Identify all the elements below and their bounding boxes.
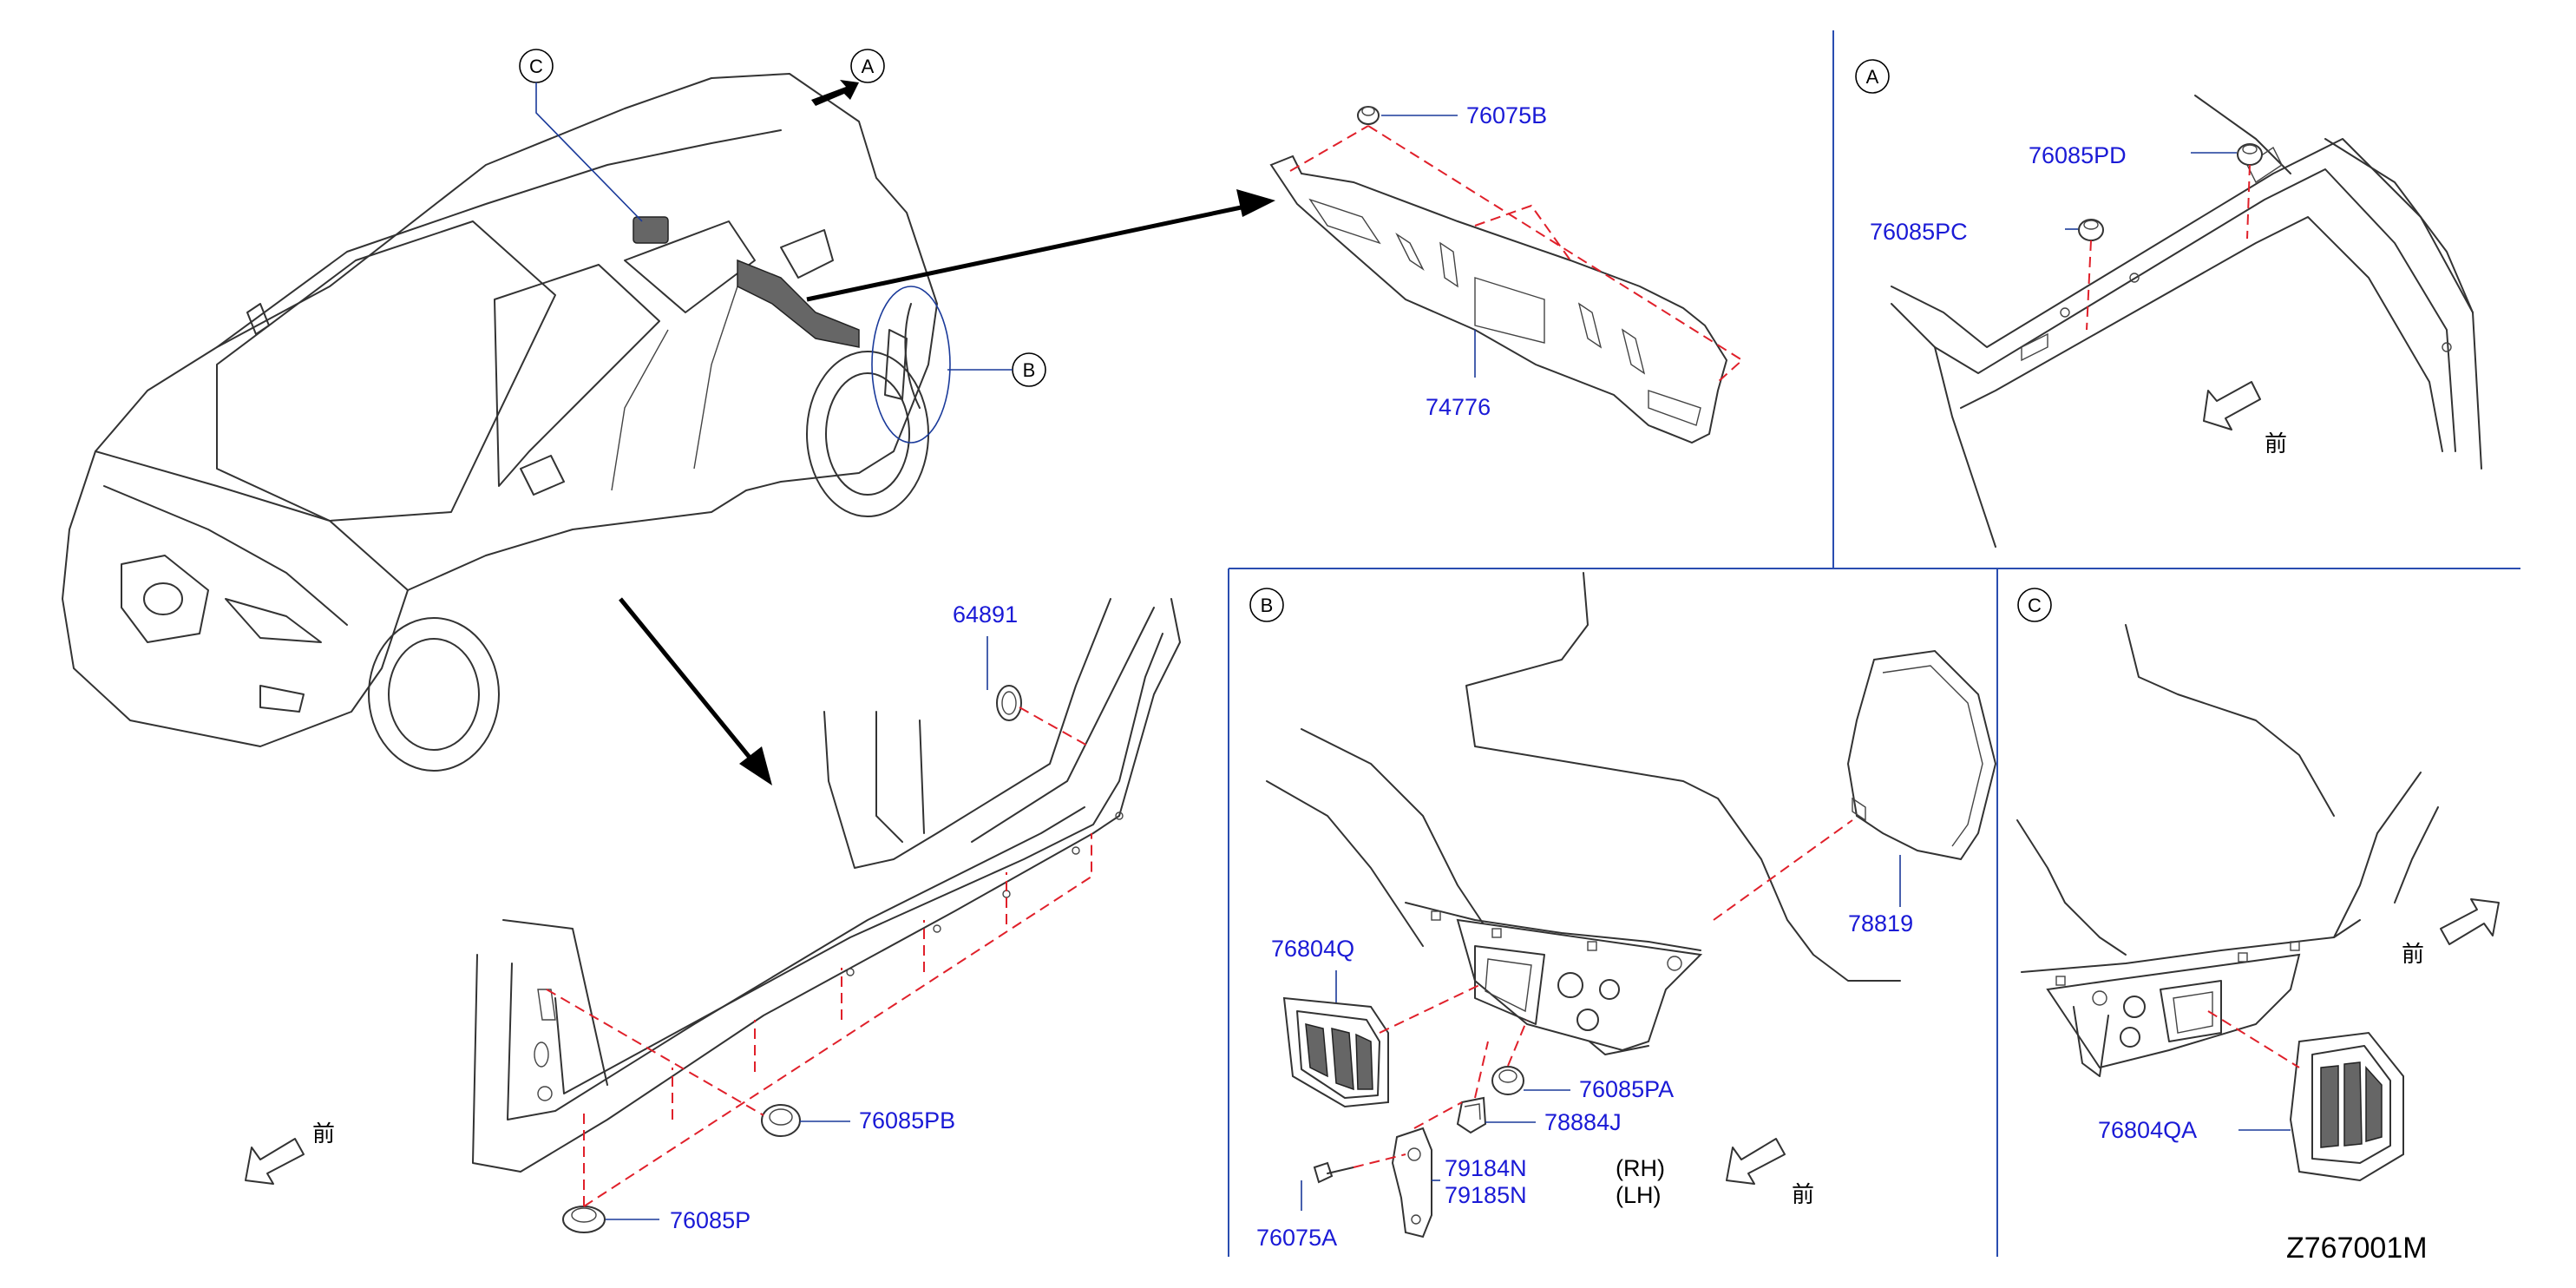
- part-76085PD-label: 76085PD: [2029, 142, 2127, 168]
- part-79184N-label: 79184N: [1445, 1155, 1527, 1181]
- part-79185N-label: 79185N: [1445, 1182, 1527, 1208]
- front-label-c: 前: [2402, 942, 2424, 968]
- clip-78884J: [1456, 1096, 1487, 1134]
- rear-bracket-icon: [737, 259, 860, 348]
- callout-b-label: B: [1023, 359, 1036, 381]
- screw-76075A: [1313, 1161, 1354, 1184]
- callout-circle-icon: [1855, 59, 1890, 94]
- part-74776-label: 74776: [1426, 394, 1491, 420]
- panel-frames: [1228, 30, 2520, 1257]
- clip-76075B: [1357, 106, 1380, 125]
- panel-c-letter: C: [2028, 595, 2042, 616]
- part-76804Q-label: 76804Q: [1271, 936, 1354, 962]
- grommet-76085PB: [761, 1104, 801, 1137]
- pointer-arrows: [619, 189, 1275, 785]
- part-64891-label: 64891: [953, 601, 1018, 628]
- part-76085P-label: 76085P: [670, 1207, 751, 1233]
- grommet-76085PA: [1491, 1066, 1524, 1095]
- panel-b-letter: B: [1261, 595, 1274, 616]
- front-direction-arrow-icon: [1726, 1138, 1786, 1185]
- callout-circle-icon: [2017, 588, 2052, 622]
- grommet-64891: [996, 685, 1022, 721]
- part-76085PC-label: 76085PC: [1870, 219, 1968, 245]
- front-label-sill: 前: [312, 1121, 335, 1147]
- callout-a: A: [850, 49, 885, 83]
- front-direction-arrow-icon: [2440, 898, 2500, 945]
- side-sill-assembly: [472, 598, 1181, 1173]
- callout-circle-icon: [850, 49, 885, 83]
- vent-76804Q: [1282, 996, 1389, 1108]
- callout-c: C: [519, 49, 643, 222]
- panel-c: C: [2016, 588, 2439, 1077]
- roof-part-c-icon: [633, 216, 669, 244]
- panel-a: A 前: [1855, 59, 2482, 548]
- front-label-b: 前: [1792, 1182, 1814, 1208]
- callout-a-label: A: [862, 56, 875, 77]
- callout-c-label: C: [529, 56, 543, 77]
- bracket-74776: [1269, 154, 1728, 444]
- part-76085PA-label: 76085PA: [1579, 1076, 1674, 1102]
- grommet-76085P: [562, 1206, 606, 1233]
- part-76075B-label: 76075B: [1466, 102, 1547, 128]
- catalog-number: Z767001M: [2286, 1232, 2428, 1265]
- vent-76804QA: [2289, 1031, 2404, 1182]
- part-78884J-label: 78884J: [1544, 1109, 1622, 1135]
- side-lh-label: (LH): [1616, 1182, 1662, 1208]
- callout-b: B: [947, 352, 1046, 387]
- front-label-a: 前: [2265, 431, 2287, 457]
- part-76804QA-label: 76804QA: [2098, 1117, 2197, 1143]
- bracket-79184N: [1391, 1127, 1432, 1239]
- view-arrow-icon: [811, 80, 859, 106]
- part-76075A-label: 76075A: [1256, 1225, 1337, 1251]
- vehicle-overview: [62, 73, 951, 772]
- part-76085PB-label: 76085PB: [859, 1107, 955, 1134]
- panel-a-letter: A: [1866, 66, 1879, 88]
- callout-circle-icon: [1249, 588, 1284, 622]
- front-direction-arrow-icon: [245, 1138, 305, 1185]
- part-78819-label: 78819: [1848, 910, 1913, 936]
- front-direction-arrow-icon: [2203, 381, 2261, 430]
- side-rh-label: (RH): [1616, 1155, 1665, 1181]
- panel-b: B: [1249, 572, 1997, 1055]
